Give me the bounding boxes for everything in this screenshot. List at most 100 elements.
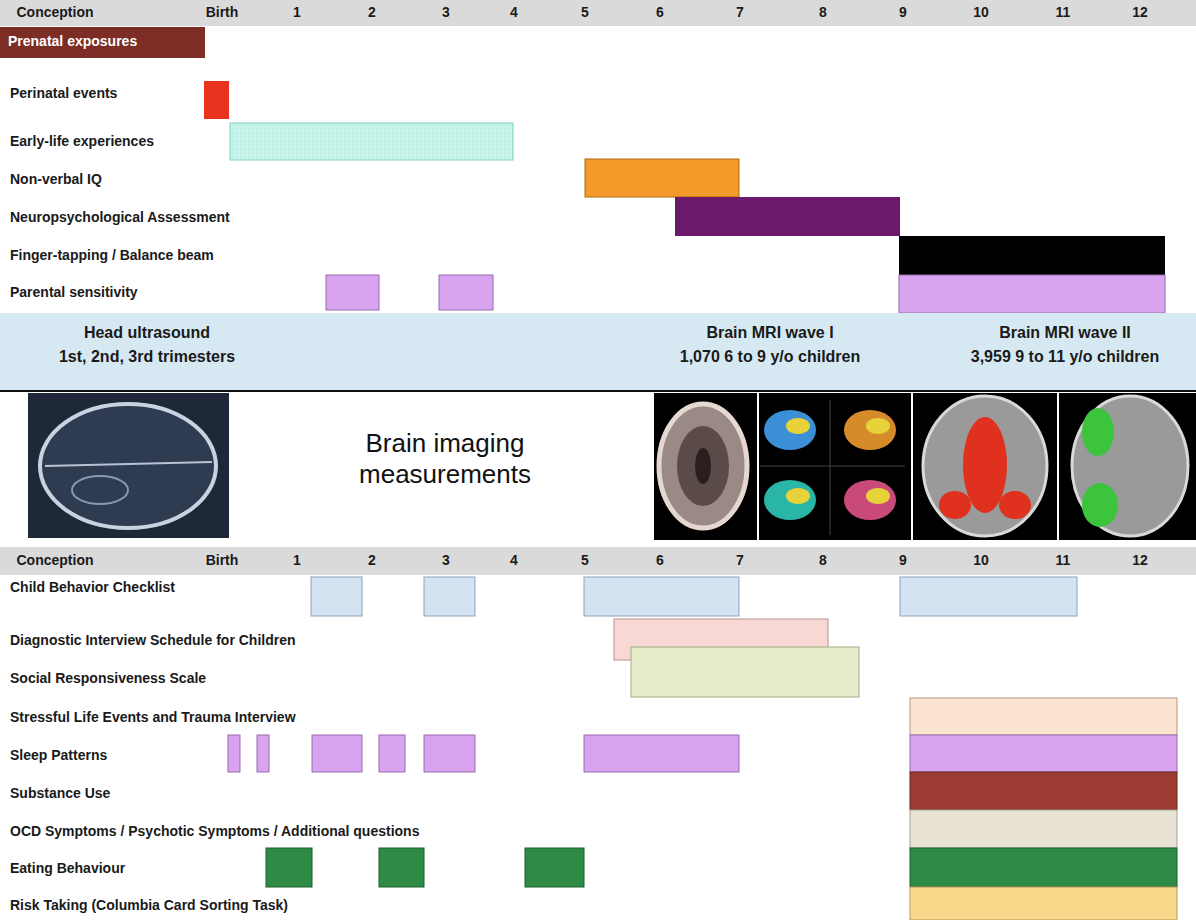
dti-tract: [866, 418, 890, 434]
axis-tick-label: 8: [819, 4, 827, 21]
axis-tick-label: 4: [510, 4, 518, 21]
imaging-label: Head ultrasound: [84, 323, 210, 342]
iq-bar: [585, 159, 739, 197]
dti-tract: [764, 480, 816, 520]
axis-tick-label: Birth: [206, 4, 239, 21]
imaging-label: 1,070 6 to 9 y/o children: [680, 347, 861, 366]
srs-bar: [631, 647, 859, 697]
fmri-activation: [963, 417, 1007, 513]
axis-tick-label: 7: [736, 4, 744, 21]
sleep-bar: [312, 735, 362, 772]
row-label: Neuropsychological Assessment: [10, 208, 230, 226]
mri-panel: [654, 393, 1196, 540]
row-label: OCD Symptoms / Psychotic Symptoms / Addi…: [10, 822, 419, 840]
cbcl-bar: [311, 577, 362, 616]
axis-header-band: ConceptionBirth123456789101112: [0, 0, 1196, 26]
dti-grid: [830, 400, 831, 535]
risk-bar: [910, 887, 1177, 920]
imaging-label: Brain MRI wave I: [706, 323, 833, 342]
axis-tick-label: 7: [736, 552, 744, 569]
axis-tick-label: 11: [1056, 552, 1071, 569]
dti-tract: [786, 418, 810, 434]
row-label: Substance Use: [10, 784, 110, 802]
fmri-brain: [923, 396, 1047, 536]
dti-tract: [844, 480, 896, 520]
axis-tick-label: 10: [973, 552, 989, 569]
row-label: Social Responsiveness Scale: [10, 669, 206, 687]
row-label: Risk Taking (Columbia Card Sorting Task): [10, 896, 288, 914]
sleep-bar: [228, 735, 240, 772]
motor-bar: [899, 236, 1165, 275]
axis-tick-label: Conception: [17, 4, 94, 21]
axis-tick-label: 5: [581, 4, 589, 21]
stress-bar: [910, 698, 1177, 735]
imaging-label: Brain MRI wave II: [999, 323, 1131, 342]
parental-bar: [899, 275, 1165, 313]
fmri-brain: [1072, 396, 1188, 536]
eating-bar: [910, 848, 1177, 887]
row-label: Diagnostic Interview Schedule for Childr…: [10, 631, 296, 649]
row-label: Perinatal events: [10, 84, 117, 102]
cbcl-bar: [424, 577, 475, 616]
sleep-bar: [379, 735, 405, 772]
ultrasound-image: [28, 393, 229, 538]
eating-bar: [266, 848, 312, 887]
axis-tick-label: Birth: [206, 552, 239, 569]
axis-tick-label: 1: [293, 4, 301, 21]
sleep-bar: [584, 735, 739, 772]
axis-tick-label: 12: [1132, 552, 1148, 569]
fmri-activation: [999, 491, 1031, 519]
eating-bar: [525, 848, 584, 887]
imaging-band: Head ultrasound 1st, 2nd, 3rd trimesters B…: [0, 313, 1196, 390]
imaging-label: 1st, 2nd, 3rd trimesters: [59, 347, 235, 366]
axis-tick-label: 1: [293, 552, 301, 569]
axis-tick-label: 11: [1056, 4, 1071, 21]
cbcl-bar: [900, 577, 1077, 616]
axis-tick-label: 3: [442, 552, 450, 569]
axis-tick-label: 6: [656, 552, 664, 569]
fmri-activation: [1082, 483, 1118, 527]
cbcl-bar: [584, 577, 739, 616]
axis-tick-label: 5: [581, 552, 589, 569]
row-label: Parental sensitivity: [10, 283, 138, 301]
axis-tick-label: 9: [899, 4, 907, 21]
axis-tick-label: 12: [1132, 4, 1148, 21]
dti-tract: [844, 410, 896, 450]
axis-tick-label: 2: [368, 552, 376, 569]
row-label: Non-verbal IQ: [10, 170, 102, 188]
divider-line: [0, 390, 1196, 392]
panel-divider: [757, 393, 759, 540]
substance-bar: [910, 772, 1177, 810]
panel-divider: [1057, 393, 1059, 540]
sleep-bar: [257, 735, 269, 772]
mri-ventricle: [695, 448, 711, 484]
axis-tick-label: 2: [368, 4, 376, 21]
imaging-label: 3,959 9 to 11 y/o children: [971, 347, 1160, 366]
row-label: Sleep Patterns: [10, 746, 107, 764]
sleep-bar: [424, 735, 475, 772]
ultrasound-skull: [40, 404, 216, 528]
axis-tick-label: 3: [442, 4, 450, 21]
axis-tick-label: 4: [510, 552, 518, 569]
ocd-bar: [910, 810, 1177, 848]
dti-tract: [866, 488, 890, 504]
ultrasound-detail: [72, 476, 128, 504]
dti-grid: [760, 466, 905, 467]
panel-divider: [911, 393, 913, 540]
section-title: Brain imaging measurements: [335, 428, 555, 490]
prenatal-bar: Prenatal exposures: [0, 27, 205, 58]
axis-header-band: ConceptionBirth123456789101112: [0, 547, 1196, 575]
parental-bar: [326, 275, 379, 310]
axis-tick-label: 9: [899, 552, 907, 569]
mri-axial: [659, 404, 747, 528]
dti-tract: [764, 410, 816, 450]
sleep-bar: [910, 735, 1177, 772]
bar-label: Prenatal exposures: [8, 33, 137, 50]
axis-tick-label: 10: [973, 4, 989, 21]
axis-tick-label: 8: [819, 552, 827, 569]
axis-tick-label: 6: [656, 4, 664, 21]
fmri-activation: [939, 491, 971, 519]
row-label: Eating Behaviour: [10, 859, 125, 877]
